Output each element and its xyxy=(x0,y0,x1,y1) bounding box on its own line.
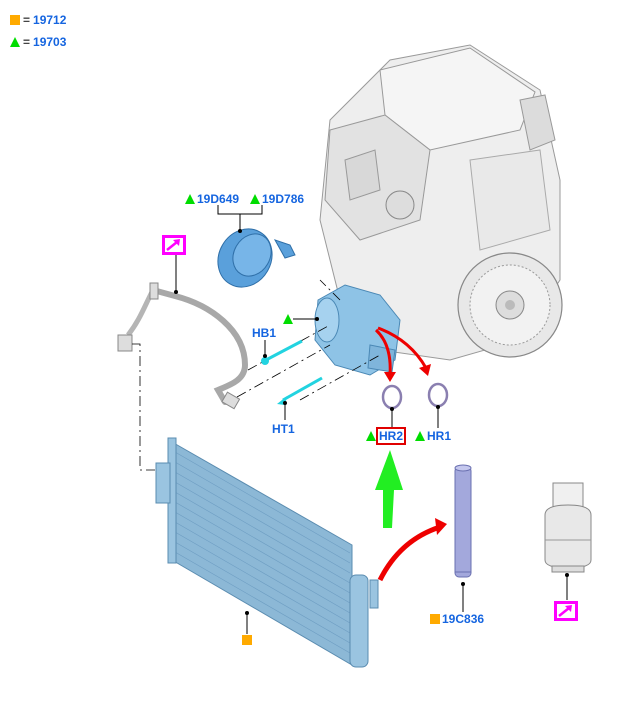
part-code-link[interactable]: HR1 xyxy=(427,429,452,443)
square-marker-icon xyxy=(10,15,20,25)
callout-19c836[interactable]: 19C836 xyxy=(430,612,484,626)
triangle-marker-icon xyxy=(10,37,20,47)
engine-illustration xyxy=(319,44,563,361)
square-marker-icon xyxy=(430,614,440,624)
clutch-pulley-illustration xyxy=(217,228,296,288)
oring-hr2-illustration xyxy=(381,384,403,410)
green-arrow xyxy=(375,450,403,528)
oring-hr1-illustration xyxy=(427,382,449,408)
part-code-link[interactable]: 19C836 xyxy=(442,612,485,626)
red-arrow-drier xyxy=(377,518,447,582)
callout-19d786[interactable]: 19D786 xyxy=(250,192,304,206)
part-code-link[interactable]: HT1 xyxy=(272,422,295,436)
part-code-link-highlighted[interactable]: HR2 xyxy=(375,427,407,445)
square-marker-icon xyxy=(242,635,252,645)
callout-hr2[interactable]: HR2 xyxy=(366,427,407,445)
callout-19d649[interactable]: 19D649 xyxy=(185,192,239,206)
refrigerant-cylinder-illustration xyxy=(544,482,592,573)
cylinder-reference-link[interactable] xyxy=(554,601,578,621)
legend-row-triangle: = 19703 xyxy=(10,35,66,49)
compressor-illustration xyxy=(314,284,401,376)
callout-hr1[interactable]: HR1 xyxy=(415,429,451,443)
part-code-link[interactable]: 19D649 xyxy=(197,192,240,206)
triangle-marker-icon xyxy=(250,194,260,204)
part-code-link[interactable]: 19D786 xyxy=(262,192,305,206)
arrow-link-icon xyxy=(558,605,572,617)
legend-equals: = xyxy=(23,13,31,27)
bolt-hb1-illustration xyxy=(261,339,303,365)
triangle-marker-icon xyxy=(185,194,195,204)
part-code-link[interactable]: HB1 xyxy=(252,326,277,340)
receiver-drier-illustration xyxy=(454,464,472,578)
triangle-marker-icon xyxy=(366,431,376,441)
legend-equals: = xyxy=(23,35,31,49)
triangle-marker-icon xyxy=(283,314,293,324)
callout-ht1[interactable]: HT1 xyxy=(272,422,295,436)
legend-code-link[interactable]: 19712 xyxy=(33,13,67,27)
bolt-ht1-illustration xyxy=(277,376,323,405)
hose-reference-link[interactable] xyxy=(162,235,186,255)
ac-hose-illustration xyxy=(117,282,249,410)
triangle-marker-icon xyxy=(415,431,425,441)
callout-hb1[interactable]: HB1 xyxy=(252,326,276,340)
condenser-illustration xyxy=(155,437,379,668)
legend-row-square: = 19712 xyxy=(10,13,66,27)
arrow-link-icon xyxy=(166,239,180,251)
legend-code-link[interactable]: 19703 xyxy=(33,35,67,49)
red-arrows-orings xyxy=(374,326,431,382)
